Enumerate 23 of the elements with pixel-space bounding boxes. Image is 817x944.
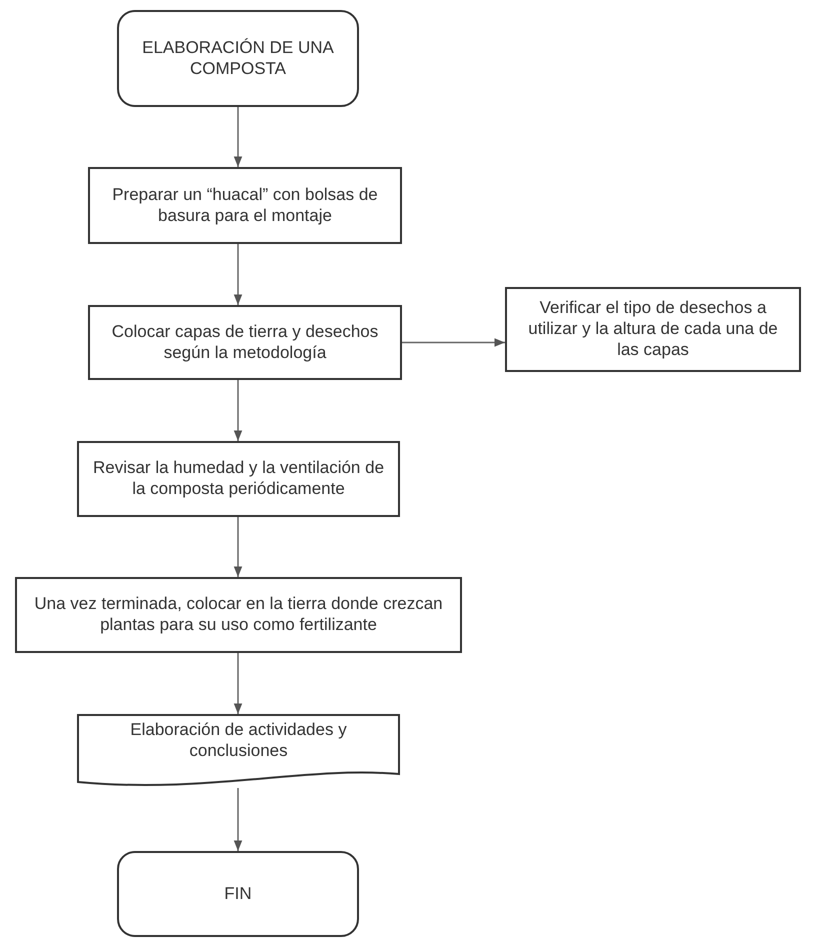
node-label: Una vez terminada, colocar en la tierra donde crezcan plantas para su uso como fertilizante [33,594,444,636]
process-box [77,441,400,517]
node-label: Preparar un “huacal” con bolsas de basura para el montaje [111,184,379,226]
terminal-box [117,851,359,937]
arrow [234,107,242,167]
arrow [234,788,242,851]
process-box [88,167,402,244]
node-label: FIN [224,884,252,904]
terminal-box [117,10,359,107]
node-label: Verificar el tipo de desechos a utilizar y la altura de cada una de las capas [527,298,779,361]
arrow [234,517,242,577]
node-label: Elaboración de actividades y conclusiones [129,720,348,762]
arrow [234,380,242,441]
arrow [234,653,242,714]
node-label: ELABORACIÓN DE UNA COMPOSTA [141,38,335,80]
document-box [77,714,400,788]
node-label: Colocar capas de tierra y desechos según la metodología [110,322,380,364]
arrow [402,338,505,347]
node-label: Revisar la humedad y la ventilación de la composta periódicamente [92,458,386,500]
process-box [15,577,462,653]
process-box [88,305,402,380]
arrow [234,244,242,305]
process-box [505,287,801,372]
